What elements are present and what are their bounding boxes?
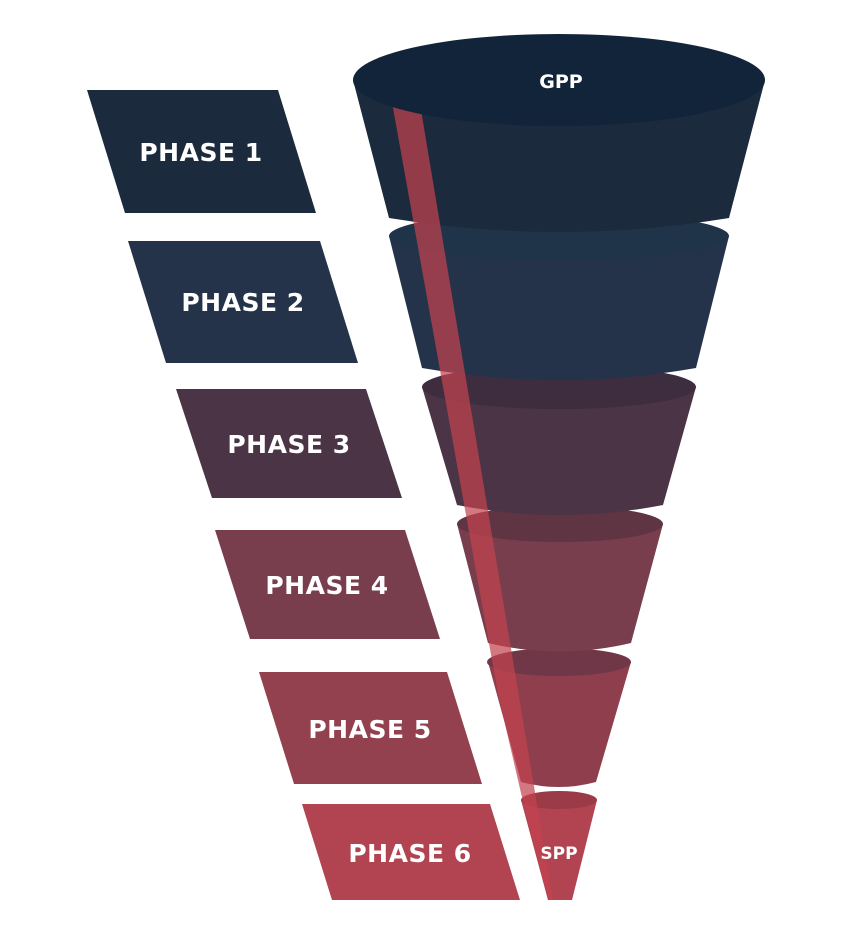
gpp-label: GPP xyxy=(539,71,583,93)
phase-6: PHASE 6 xyxy=(302,804,520,900)
funnel xyxy=(353,34,765,900)
funnel-top-rim xyxy=(353,34,765,126)
phase-3: PHASE 3 xyxy=(176,389,402,498)
phase-1-shape xyxy=(87,90,316,213)
phase-1: PHASE 1 xyxy=(87,90,316,213)
phase-6-label: PHASE 6 xyxy=(348,839,471,868)
phase-5: PHASE 5 xyxy=(259,672,482,784)
phase-2-shape xyxy=(128,241,358,363)
phase-2: PHASE 2 xyxy=(128,241,358,363)
phase-1-label: PHASE 1 xyxy=(139,138,262,167)
phase-2-label: PHASE 2 xyxy=(181,288,304,317)
phase-3-shape xyxy=(176,389,402,498)
phase-3-label: PHASE 3 xyxy=(227,430,350,459)
phase-5-label: PHASE 5 xyxy=(308,715,431,744)
funnel-stripe xyxy=(388,80,553,900)
phase-6-shape xyxy=(302,804,520,900)
phase-5-shape xyxy=(259,672,482,784)
phase-4-label: PHASE 4 xyxy=(265,571,388,600)
phase-4-shape xyxy=(215,530,440,639)
spp-label: SPP xyxy=(540,844,577,864)
phase-4: PHASE 4 xyxy=(215,530,440,639)
funnel-segment-4 xyxy=(457,506,663,652)
